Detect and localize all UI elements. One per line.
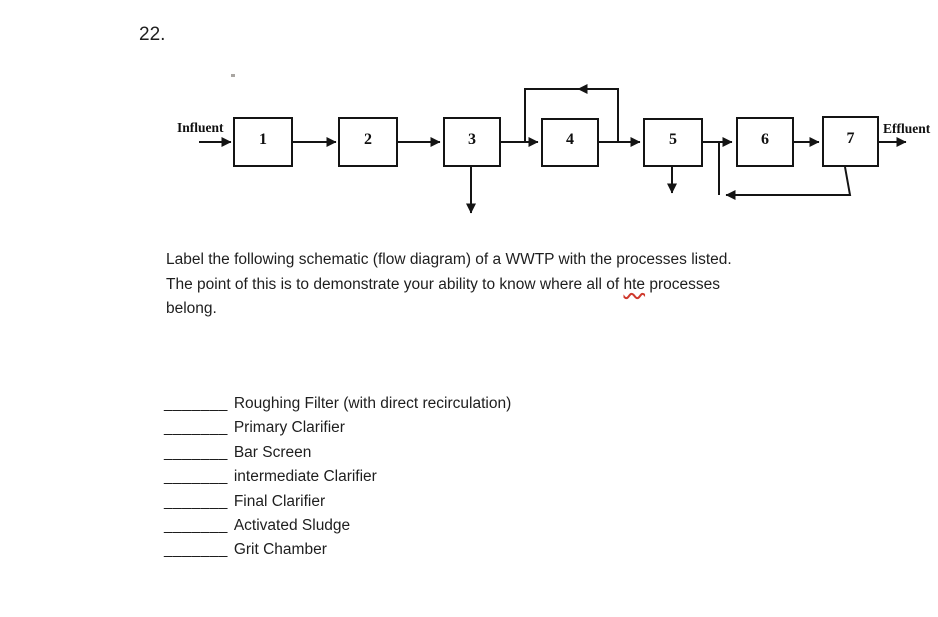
- question-text-line1: Label the following schematic (flow diag…: [166, 251, 732, 268]
- answer-label: Final Clarifier: [233, 492, 326, 510]
- influent-label: Influent: [177, 120, 224, 135]
- answer-label: Roughing Filter (with direct recirculati…: [233, 395, 512, 412]
- process-box-label: 5: [669, 131, 677, 148]
- question-text-line2: The point of this is to demonstrate your…: [166, 273, 732, 298]
- process-box-1: 1: [233, 117, 293, 167]
- sludge-return-line: [725, 166, 852, 200]
- question-text: Label the following schematic (flow diag…: [166, 248, 732, 322]
- answer-row: _______ intermediate Clarifier: [164, 465, 511, 489]
- process-box-6: 6: [736, 117, 794, 167]
- answer-blank: _______: [164, 443, 228, 461]
- answer-label: Grit Chamber: [233, 541, 327, 559]
- flow-lines: [199, 84, 907, 214]
- answer-list: _______ Roughing Filter (with direct reci…: [164, 392, 511, 563]
- answer-label: Bar Screen: [233, 443, 312, 461]
- process-box-label: 2: [364, 130, 372, 148]
- misspelled-word: hte: [623, 275, 646, 293]
- answer-blank: _______: [164, 468, 228, 486]
- scan-artifact-dot: [231, 74, 235, 77]
- answer-row: _______ Grit Chamber: [164, 538, 511, 562]
- flow-diagram: 1 2 3 4 5 6 7 Influent Effluent: [0, 0, 938, 240]
- answer-blank: _______: [164, 541, 228, 559]
- answer-label: Primary Clarifier: [233, 419, 345, 437]
- process-box-5: 5: [643, 118, 703, 167]
- answer-row: _______ Final Clarifier: [164, 490, 511, 514]
- answer-row: _______ Bar Screen: [164, 441, 511, 465]
- answer-label: intermediate Clarifier: [233, 468, 377, 486]
- process-box-label: 4: [566, 131, 574, 148]
- process-box-label: 6: [761, 130, 769, 148]
- process-box-4: 4: [541, 118, 599, 167]
- question-number: 22.: [139, 24, 166, 45]
- answer-blank: _______: [164, 395, 228, 412]
- process-box-2: 2: [338, 117, 398, 167]
- process-box-label: 7: [846, 130, 855, 147]
- answer-row: _______ Roughing Filter (with direct reci…: [164, 392, 511, 416]
- recirculation-loop: [524, 88, 619, 142]
- question-text-line2-before: The point of this is to demonstrate your…: [166, 275, 624, 293]
- answer-row: _______ Primary Clarifier: [164, 416, 511, 440]
- answer-blank: _______: [164, 517, 228, 535]
- answer-row: _______ Activated Sludge: [164, 514, 511, 538]
- process-box-label: 1: [259, 130, 267, 148]
- answer-blank: _______: [164, 492, 228, 510]
- process-box-label: 3: [468, 130, 476, 148]
- effluent-label: Effluent: [883, 121, 931, 136]
- question-text-line2-after: processes: [645, 275, 720, 293]
- process-box-3: 3: [443, 117, 501, 167]
- answer-blank: _______: [164, 419, 228, 437]
- process-box-7: 7: [822, 116, 879, 167]
- question-text-line3: belong.: [166, 300, 217, 318]
- answer-label: Activated Sludge: [233, 517, 351, 535]
